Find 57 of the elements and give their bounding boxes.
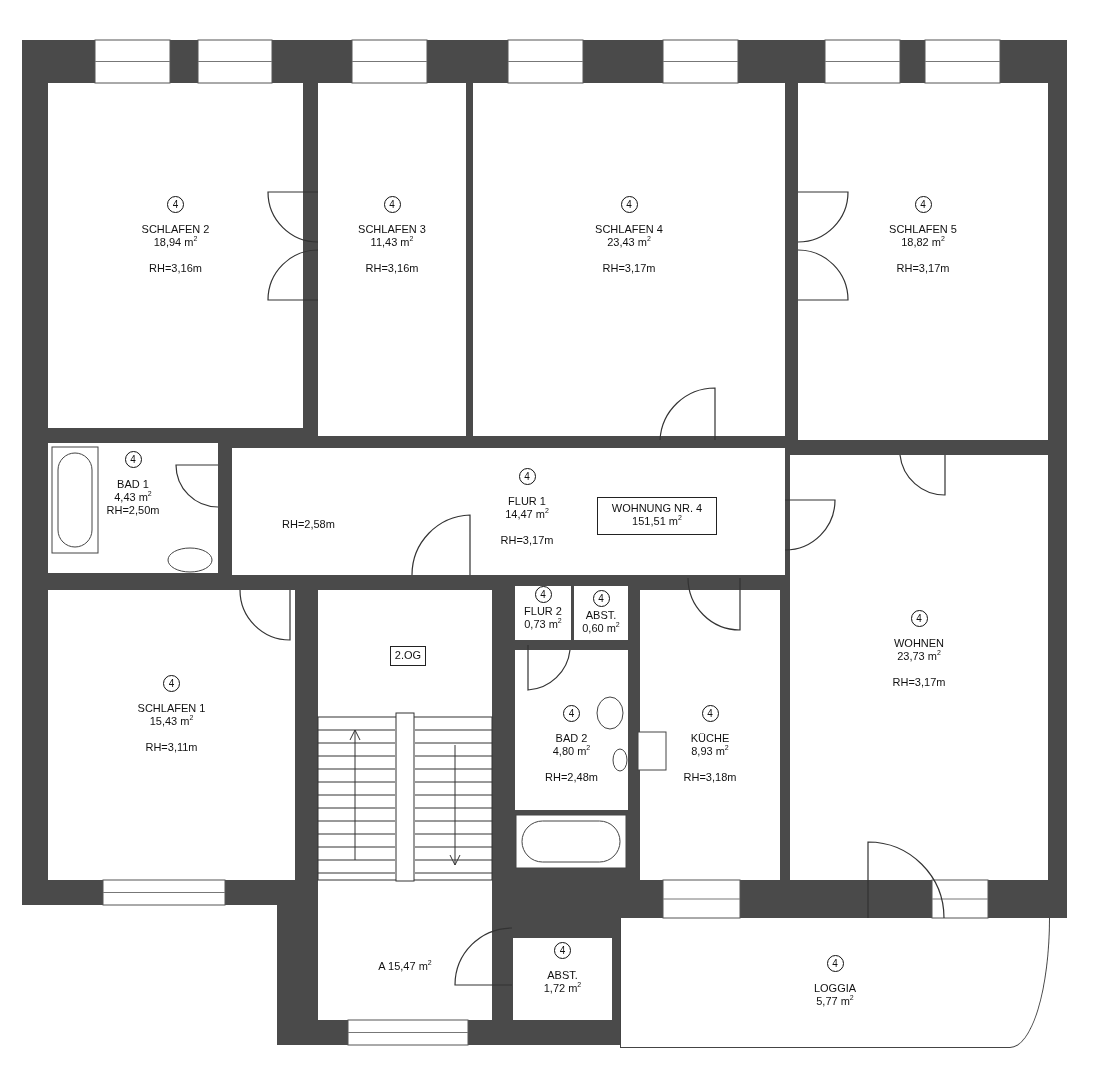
room-label: WOHNEN (893, 637, 945, 650)
room-height-label: RH=2,58m (282, 518, 335, 531)
room (790, 455, 1048, 880)
room-label: 8,93 m$^{2}$ (691, 745, 729, 758)
room-label: RH=3,16m (365, 262, 419, 275)
room-label: SCHLAFEN 2 (141, 223, 210, 236)
room-label: 23,73 m$^{2}$ (897, 650, 941, 663)
room (515, 586, 571, 640)
room-label: SCHLAFEN 4 (595, 223, 663, 236)
room (515, 650, 628, 810)
room-label: SCHLAFEN 1 (137, 702, 206, 715)
room-label: 2.OG (394, 649, 422, 662)
room-label: 15,43 m$^{2}$ (149, 715, 194, 728)
room-label: 4,80 m$^{2}$ (552, 745, 591, 758)
room-label: LOGGIA (813, 982, 857, 995)
room-label: RH=3,17m (896, 262, 950, 275)
room-label: 5,77 m$^{2}$ (816, 995, 854, 1008)
room (620, 918, 1050, 1048)
label-frame (597, 497, 717, 535)
room (513, 938, 612, 1020)
room (473, 83, 785, 436)
room-label: ABST. (547, 969, 578, 982)
room (48, 83, 303, 428)
room-label: 0,73 m$^{2}$ (524, 618, 562, 631)
room-label: 23,43 m$^{2}$ (607, 236, 651, 249)
room-label: A 15,47 m$^{2}$ (378, 960, 432, 973)
room-label: KÜCHE (690, 732, 730, 745)
room (318, 83, 466, 436)
room-label: RH=3,17m (500, 534, 554, 547)
room-label: 14,47 m$^{2}$ (505, 508, 549, 521)
room-label: SCHLAFEN 3 (358, 223, 426, 236)
room-label: FLUR 1 (508, 495, 546, 508)
room (232, 448, 785, 575)
room (574, 586, 628, 640)
room-label: RH=2,48m (545, 771, 598, 784)
room-label: RH=2,50m (106, 504, 160, 517)
room-label: 4,43 m$^{2}$ (114, 491, 152, 504)
room-label: FLUR 2 (524, 605, 562, 618)
room-label: SCHLAFEN 5 (889, 223, 957, 236)
room-label: RH=3,17m (892, 676, 946, 689)
room-label: ABST. (585, 609, 617, 622)
room-label: 18,94 m$^{2}$ (153, 236, 198, 249)
room-label: RH=3,11m (145, 741, 198, 754)
room-label: BAD 2 (555, 732, 588, 745)
room (640, 590, 780, 880)
room-label: RH=3,18m (683, 771, 737, 784)
room-label: 151,51 m$^{2}$ (632, 515, 682, 528)
room-label: 18,82 m$^{2}$ (901, 236, 945, 249)
room-label: RH=3,17m (602, 262, 656, 275)
room (798, 83, 1048, 440)
room-label: 0,60 m$^{2}$ (582, 622, 620, 635)
room-label: 11,43 m$^{2}$ (370, 236, 414, 249)
room-label: 1,72 m$^{2}$ (543, 982, 582, 995)
room-label: BAD 1 (117, 478, 149, 491)
room (48, 590, 295, 880)
room-label: WOHNUNG NR. 4 (611, 502, 703, 515)
room-label: RH=3,16m (149, 262, 202, 275)
